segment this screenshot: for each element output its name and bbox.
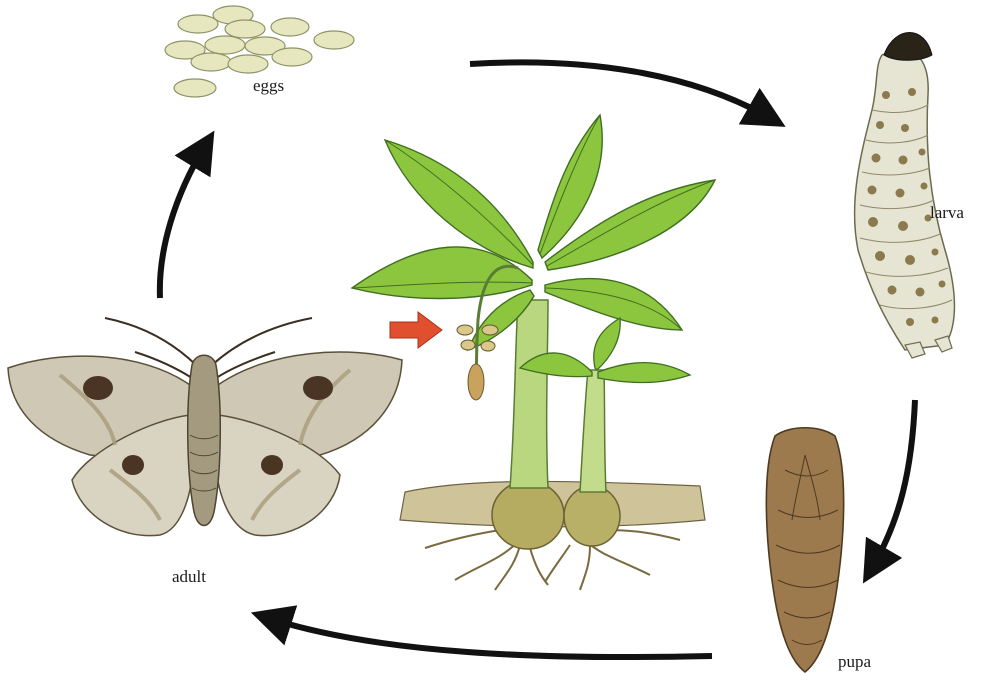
pupa-label: pupa (838, 652, 871, 672)
adult-label: adult (172, 567, 206, 587)
larva-label: larva (930, 203, 964, 223)
eggs-label: eggs (253, 76, 284, 96)
arrow-larva-to-pupa (872, 400, 915, 568)
larva-icon (855, 33, 955, 359)
arrow-eggs-to-larva (470, 62, 770, 118)
pupa-icon (766, 428, 843, 672)
arrow-pupa-to-adult (268, 618, 712, 657)
moth-icon (8, 318, 402, 536)
arrow-adult-to-eggs (160, 146, 205, 298)
pointer-arrow-icon (390, 312, 442, 348)
banana-plant-icon (352, 115, 715, 590)
